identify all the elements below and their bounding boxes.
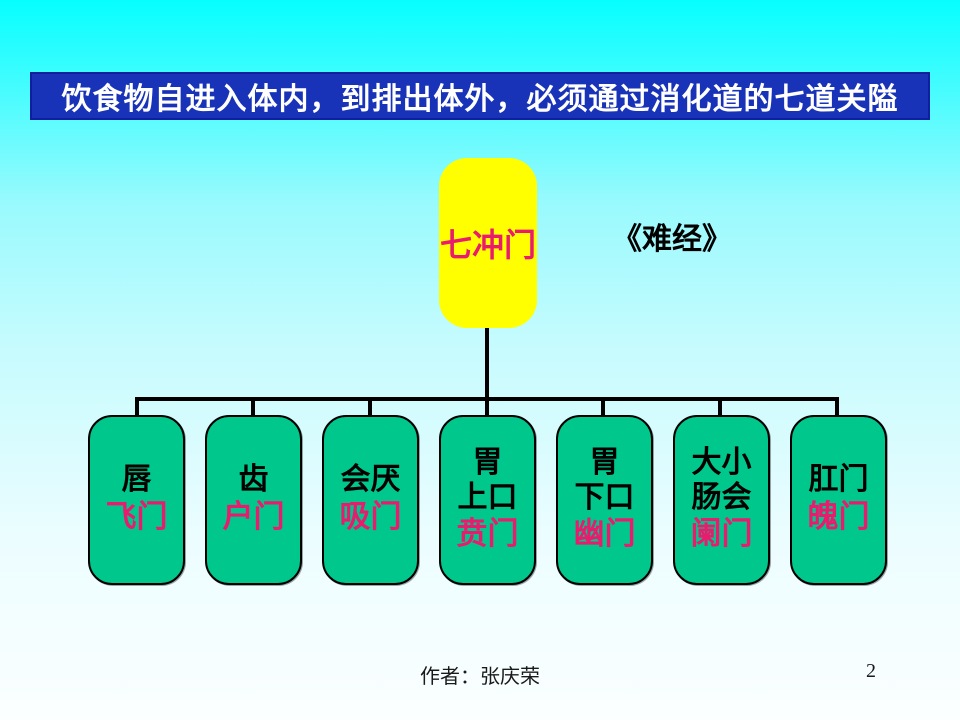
node-box-epiglottis: 会厌 吸门 <box>322 415 419 585</box>
gate-nodes-row: 唇 飞门 齿 户门 会厌 吸门 胃 上口 贲门 胃 下口 幽门 大小 肠会 阑门… <box>88 415 887 585</box>
connector-stub-2 <box>251 399 255 416</box>
gate-label: 吸门 <box>339 498 402 534</box>
node-box-stomach-upper: 胃 上口 贲门 <box>439 415 536 585</box>
organ-label: 唇 <box>121 463 152 497</box>
node-box-anus: 肛门 魄门 <box>790 415 887 585</box>
connector-stem <box>485 328 489 400</box>
gate-label: 阑门 <box>690 516 753 552</box>
page-number: 2 <box>866 660 876 682</box>
gate-label: 魄门 <box>807 498 870 534</box>
footer-author: 作者：张庆荣 <box>420 666 540 688</box>
gate-label: 幽门 <box>573 516 636 552</box>
connector-stub-1 <box>135 399 139 416</box>
connector-stub-7 <box>835 399 839 416</box>
gate-label: 飞门 <box>105 498 168 534</box>
root-node-box: 七冲门 <box>439 158 537 328</box>
gate-label: 贲门 <box>456 516 519 552</box>
source-citation: 《难经》 <box>612 223 732 256</box>
connector-stub-5 <box>601 399 605 416</box>
node-box-intestine-junction: 大小 肠会 阑门 <box>673 415 770 585</box>
title-banner: 饮食物自进入体内，到排出体外，必须通过消化道的七道关隘 <box>30 72 930 120</box>
organ-label: 肛门 <box>808 463 869 497</box>
connector-stub-6 <box>718 399 722 416</box>
node-box-teeth: 齿 户门 <box>205 415 302 585</box>
title-banner-text: 饮食物自进入体内，到排出体外，必须通过消化道的七道关隘 <box>61 83 899 116</box>
organ-label: 大小 肠会 <box>691 446 752 514</box>
node-box-lips: 唇 飞门 <box>88 415 185 585</box>
connector-stub-3 <box>368 399 372 416</box>
organ-label: 胃 上口 <box>457 446 518 514</box>
gate-label: 户门 <box>222 498 285 534</box>
node-box-stomach-lower: 胃 下口 幽门 <box>556 415 653 585</box>
organ-label: 胃 下口 <box>574 446 635 514</box>
root-node-label: 七冲门 <box>439 227 536 263</box>
organ-label: 会厌 <box>340 463 401 497</box>
connector-stub-4 <box>485 399 489 416</box>
organ-label: 齿 <box>238 463 269 497</box>
